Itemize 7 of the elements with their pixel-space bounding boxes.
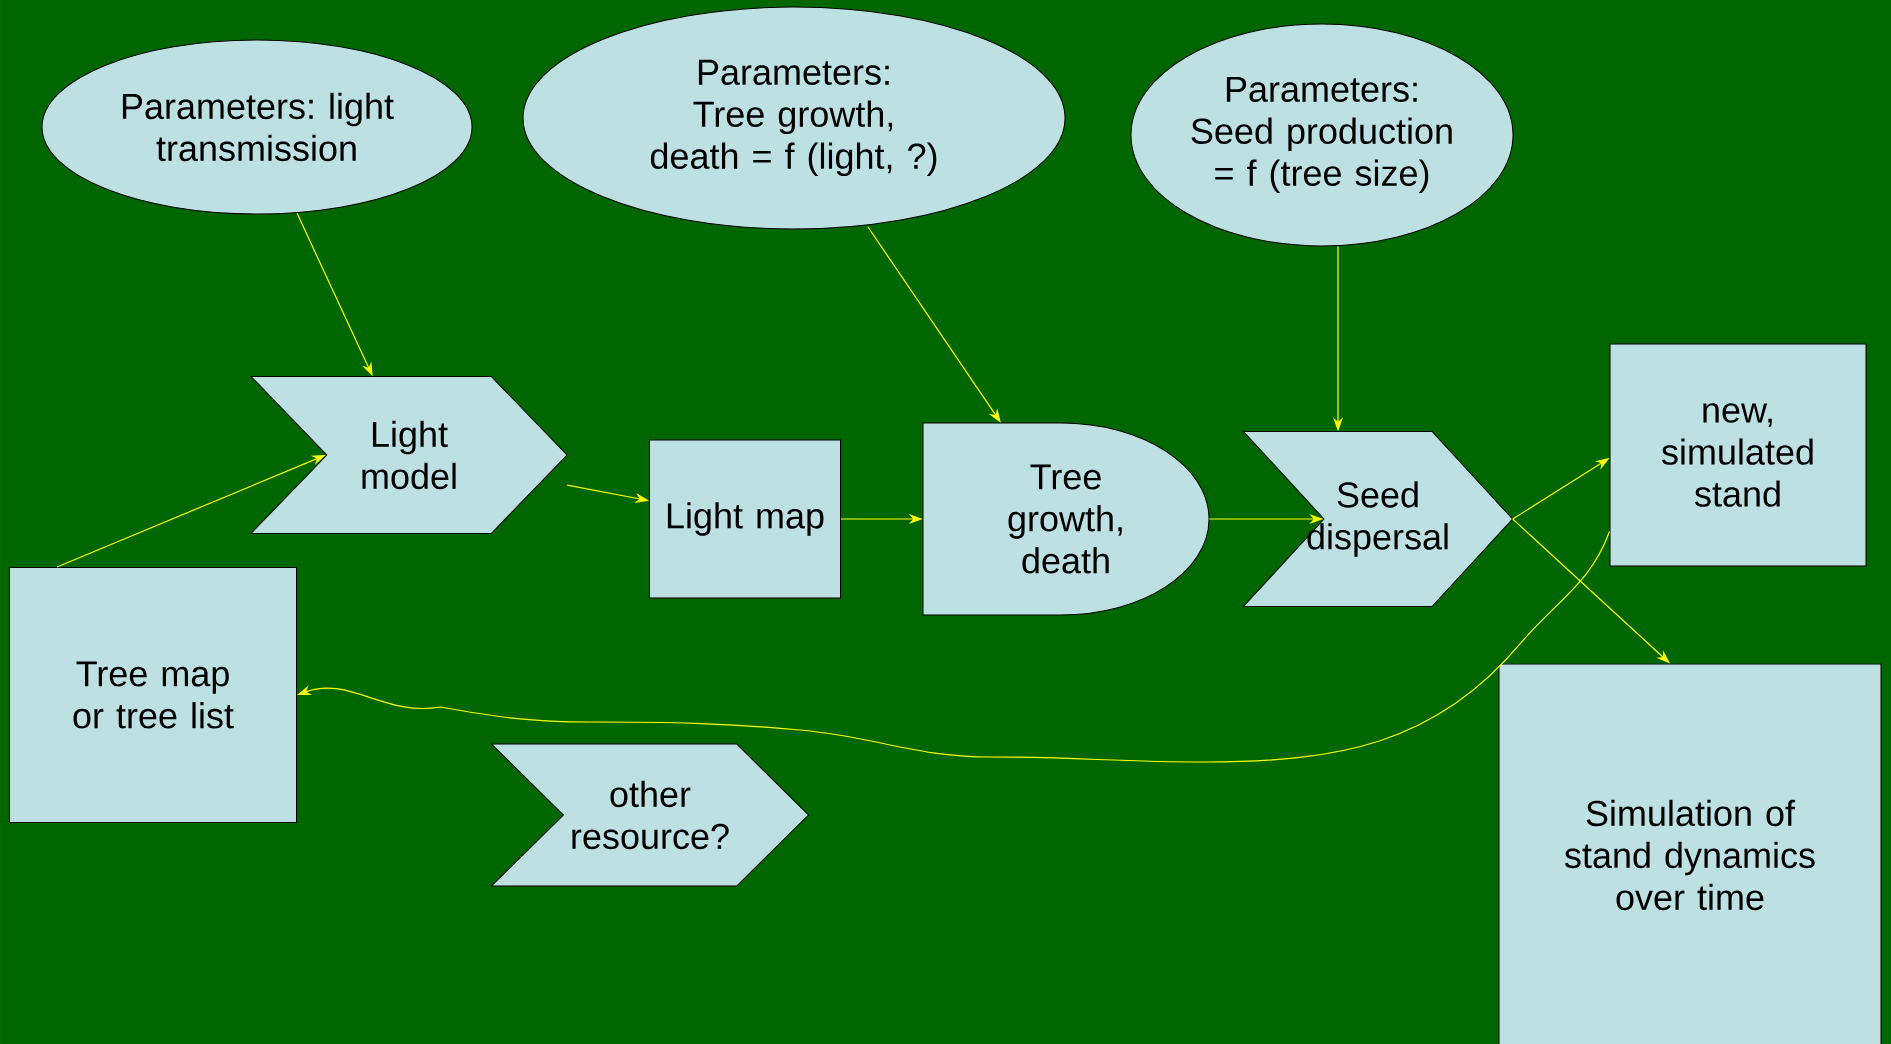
process-box: other resource?: [491, 743, 809, 887]
data-box: Light map: [649, 439, 841, 599]
data-box: Tree map or tree list: [9, 567, 297, 823]
process-box: Seed dispersal: [1243, 431, 1513, 607]
data-box: new, simulated stand: [1609, 343, 1867, 567]
data-box: Simulation of stand dynamics over time: [1498, 663, 1882, 1044]
process-box: Light model: [250, 376, 568, 534]
